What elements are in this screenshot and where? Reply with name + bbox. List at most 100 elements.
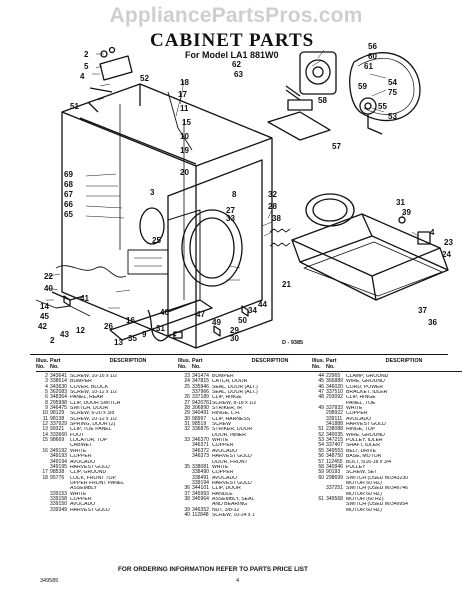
illus-no: 14 xyxy=(42,431,48,438)
callout-number: 24 xyxy=(442,250,451,259)
description: CLIP, DOOR xyxy=(212,486,241,492)
illus-no: 29 xyxy=(184,410,190,417)
description: SWITCH (USED W/349954 xyxy=(346,502,408,508)
header-part-no: Part No. xyxy=(50,358,61,370)
illus-no xyxy=(36,508,50,513)
description: CLIP, DOOR SWITCH xyxy=(70,400,121,406)
illus-no: 13 xyxy=(42,426,48,433)
description: CABINET xyxy=(70,443,93,449)
illus-no: 44 xyxy=(318,373,324,379)
callout-number: 65 xyxy=(64,210,73,219)
illus-no: 47 xyxy=(318,389,324,396)
description: WHITE xyxy=(346,406,363,412)
description: WHITE xyxy=(70,491,87,497)
callout-number: 54 xyxy=(388,78,397,87)
description: DOOR, INNER xyxy=(212,432,246,438)
illus-no: 55 xyxy=(318,447,324,454)
description: SEAL, DOOR (ALT.) xyxy=(212,390,258,396)
description: CLIP, HARNESS xyxy=(212,416,251,422)
part-no: 349192 xyxy=(50,447,67,454)
part-no: 306890 xyxy=(192,405,209,412)
legend-row: MOTOR 60 HZ) xyxy=(312,481,462,486)
illus-no: 33 xyxy=(184,437,190,444)
power-cord xyxy=(147,309,183,342)
description: LOCATOR, TOP xyxy=(70,438,108,444)
part-no: 99321 xyxy=(50,426,65,433)
callout-number: 36 xyxy=(428,318,437,327)
illus-no: 8 xyxy=(45,399,48,406)
callout-number: 4 xyxy=(430,228,435,237)
part-no: 238088 xyxy=(326,426,343,433)
part-no: 112455 xyxy=(326,458,343,465)
legend-row: DOOR, INNER xyxy=(178,433,328,438)
callout-number: 58 xyxy=(318,96,327,105)
description: HANDLE xyxy=(212,491,233,497)
illus-no: 9 xyxy=(45,405,48,412)
legend-header: Illus. No. Part No. DESCRIPTION xyxy=(312,358,462,370)
illus-no: 24 xyxy=(184,378,190,385)
leader-lines xyxy=(46,49,419,309)
description: CLIP, HINGE xyxy=(346,395,376,401)
legend-row: ASSEMBLY xyxy=(36,486,186,491)
description: HINGE, L.H. xyxy=(212,411,241,417)
callout-number: 15 xyxy=(182,118,191,127)
callout-number: 47 xyxy=(196,310,205,319)
part-no: 298922 xyxy=(326,410,343,417)
description: MOTOR 60 HZ) xyxy=(346,507,382,513)
exploded-parts-diagram xyxy=(35,46,449,349)
illus-no: 32 xyxy=(184,426,190,433)
part-no: 337407 xyxy=(326,442,343,449)
part-no: 337833 xyxy=(326,405,343,412)
illus-no: 46 xyxy=(318,383,324,390)
description: MOTOR 60 HZ) xyxy=(346,480,382,486)
cabinet-body xyxy=(61,83,273,349)
callout-number: 40 xyxy=(44,284,53,293)
part-no: 349195 xyxy=(50,463,67,470)
legend-header: Illus. No. Part No. DESCRIPTION xyxy=(36,358,186,370)
legend-row: SWITCH (USED W/349954 xyxy=(312,502,462,507)
part-no: 339111 xyxy=(326,415,343,422)
description: CLIP, GROUND xyxy=(70,470,107,476)
part-no: 340491 xyxy=(192,410,209,417)
part-no: 346371 xyxy=(192,442,209,449)
part-no: 349194 xyxy=(50,458,67,465)
part-no: 340035 xyxy=(326,431,343,438)
illus-no: 58 xyxy=(318,463,324,470)
divider-line xyxy=(30,354,448,355)
description: SHAFT, IDLER xyxy=(346,443,380,449)
description: LOCK, FRONT TOP xyxy=(70,475,116,481)
callout-number: 20 xyxy=(180,168,189,177)
description: AVOCADO xyxy=(70,459,96,465)
description: HARVEST GOLD xyxy=(70,464,110,470)
legend-row: CABINET xyxy=(36,443,186,448)
description: STRIKER, DOOR xyxy=(212,427,253,433)
illus-no: 12 xyxy=(42,421,48,428)
callout-number: 63 xyxy=(234,70,243,79)
part-no: 98129 xyxy=(50,410,65,417)
legend-row: PANEL, TOE xyxy=(312,401,462,406)
description: HINGE, TOP xyxy=(346,427,376,433)
description: HARVEST GOLD xyxy=(70,507,110,513)
document-number: 349585 xyxy=(40,578,59,584)
description: COPPER xyxy=(70,496,92,502)
callout-number: 61 xyxy=(364,62,373,71)
